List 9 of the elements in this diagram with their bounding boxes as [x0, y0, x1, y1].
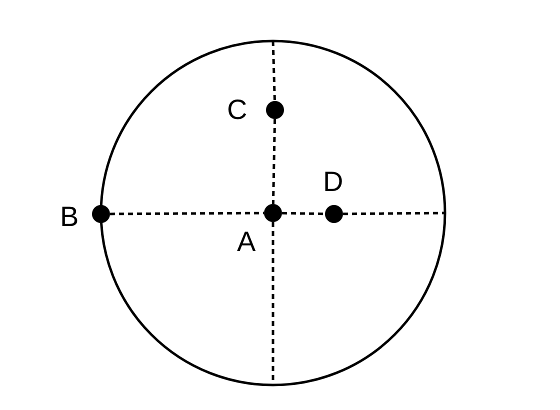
point-label: B [60, 203, 79, 231]
dashed-line [282, 212, 326, 216]
dashed-line [110, 212, 264, 216]
point-label: C [227, 96, 248, 124]
point-label: D [323, 168, 344, 196]
point-label: A [237, 228, 256, 256]
dashed-line [272, 118, 276, 204]
dashed-line [342, 212, 446, 216]
dashed-line [272, 40, 276, 102]
